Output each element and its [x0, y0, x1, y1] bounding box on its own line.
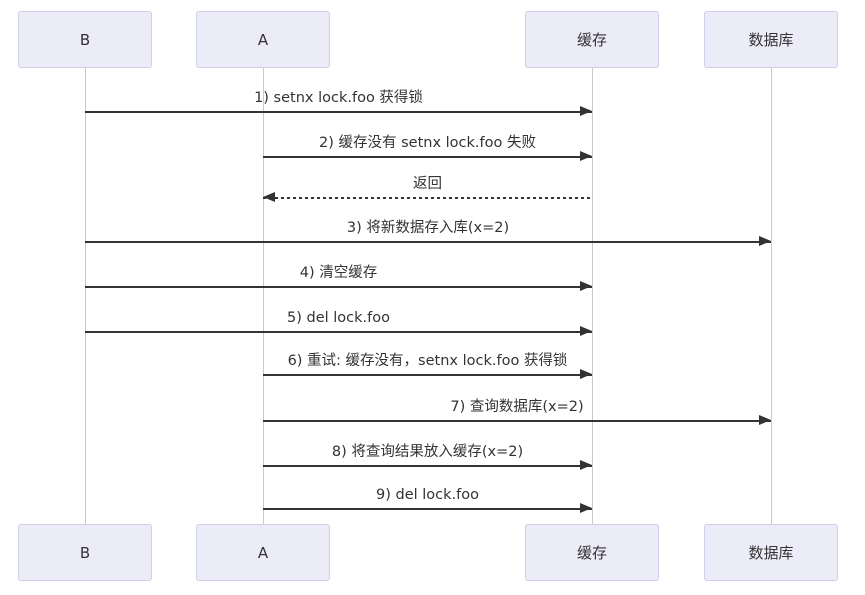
- message-label: 返回: [413, 176, 442, 192]
- lifeline-B: [84, 68, 86, 524]
- actor-box-bottom-db: 数据库: [704, 524, 838, 581]
- message-line: [263, 374, 592, 376]
- message-line: [85, 286, 592, 288]
- message-label: 3) 将新数据存入库(x=2): [346, 220, 510, 236]
- arrowhead-icon: [580, 326, 592, 336]
- message-label: 8) 将查询结果放入缓存(x=2): [331, 444, 524, 460]
- arrowhead-icon: [759, 415, 771, 425]
- arrowhead-icon: [580, 460, 592, 470]
- arrowhead-icon: [580, 281, 592, 291]
- message-line: [263, 465, 592, 467]
- message-line: [263, 197, 592, 199]
- message-line: [263, 420, 771, 422]
- message-label: 5) del lock.foo: [287, 310, 390, 326]
- actor-box-top-cache: 缓存: [525, 11, 659, 68]
- message-label: 2) 缓存没有 setnx lock.foo 失败: [319, 135, 536, 151]
- actor-box-bottom-A: A: [196, 524, 330, 581]
- arrowhead-icon: [580, 106, 592, 116]
- message-line: [85, 111, 592, 113]
- actor-box-bottom-B: B: [18, 524, 152, 581]
- arrowhead-icon: [580, 151, 592, 161]
- arrowhead-icon: [263, 192, 275, 202]
- message-line: [85, 331, 592, 333]
- message-label: 7) 查询数据库(x=2): [450, 399, 584, 415]
- actor-box-bottom-cache: 缓存: [525, 524, 659, 581]
- lifeline-cache: [591, 68, 593, 524]
- message-line: [263, 156, 592, 158]
- arrowhead-icon: [759, 236, 771, 246]
- message-label: 9) del lock.foo: [376, 487, 479, 503]
- message-label: 6) 重试: 缓存没有，setnx lock.foo 获得锁: [287, 353, 568, 369]
- message-label: 4) 清空缓存: [299, 265, 378, 281]
- lifeline-A: [262, 68, 264, 524]
- message-label: 1) setnx lock.foo 获得锁: [254, 90, 423, 106]
- actor-box-top-db: 数据库: [704, 11, 838, 68]
- arrowhead-icon: [580, 369, 592, 379]
- lifeline-db: [770, 68, 772, 524]
- arrowhead-icon: [580, 503, 592, 513]
- message-line: [263, 508, 592, 510]
- actor-box-top-B: B: [18, 11, 152, 68]
- message-line: [85, 241, 771, 243]
- actor-box-top-A: A: [196, 11, 330, 68]
